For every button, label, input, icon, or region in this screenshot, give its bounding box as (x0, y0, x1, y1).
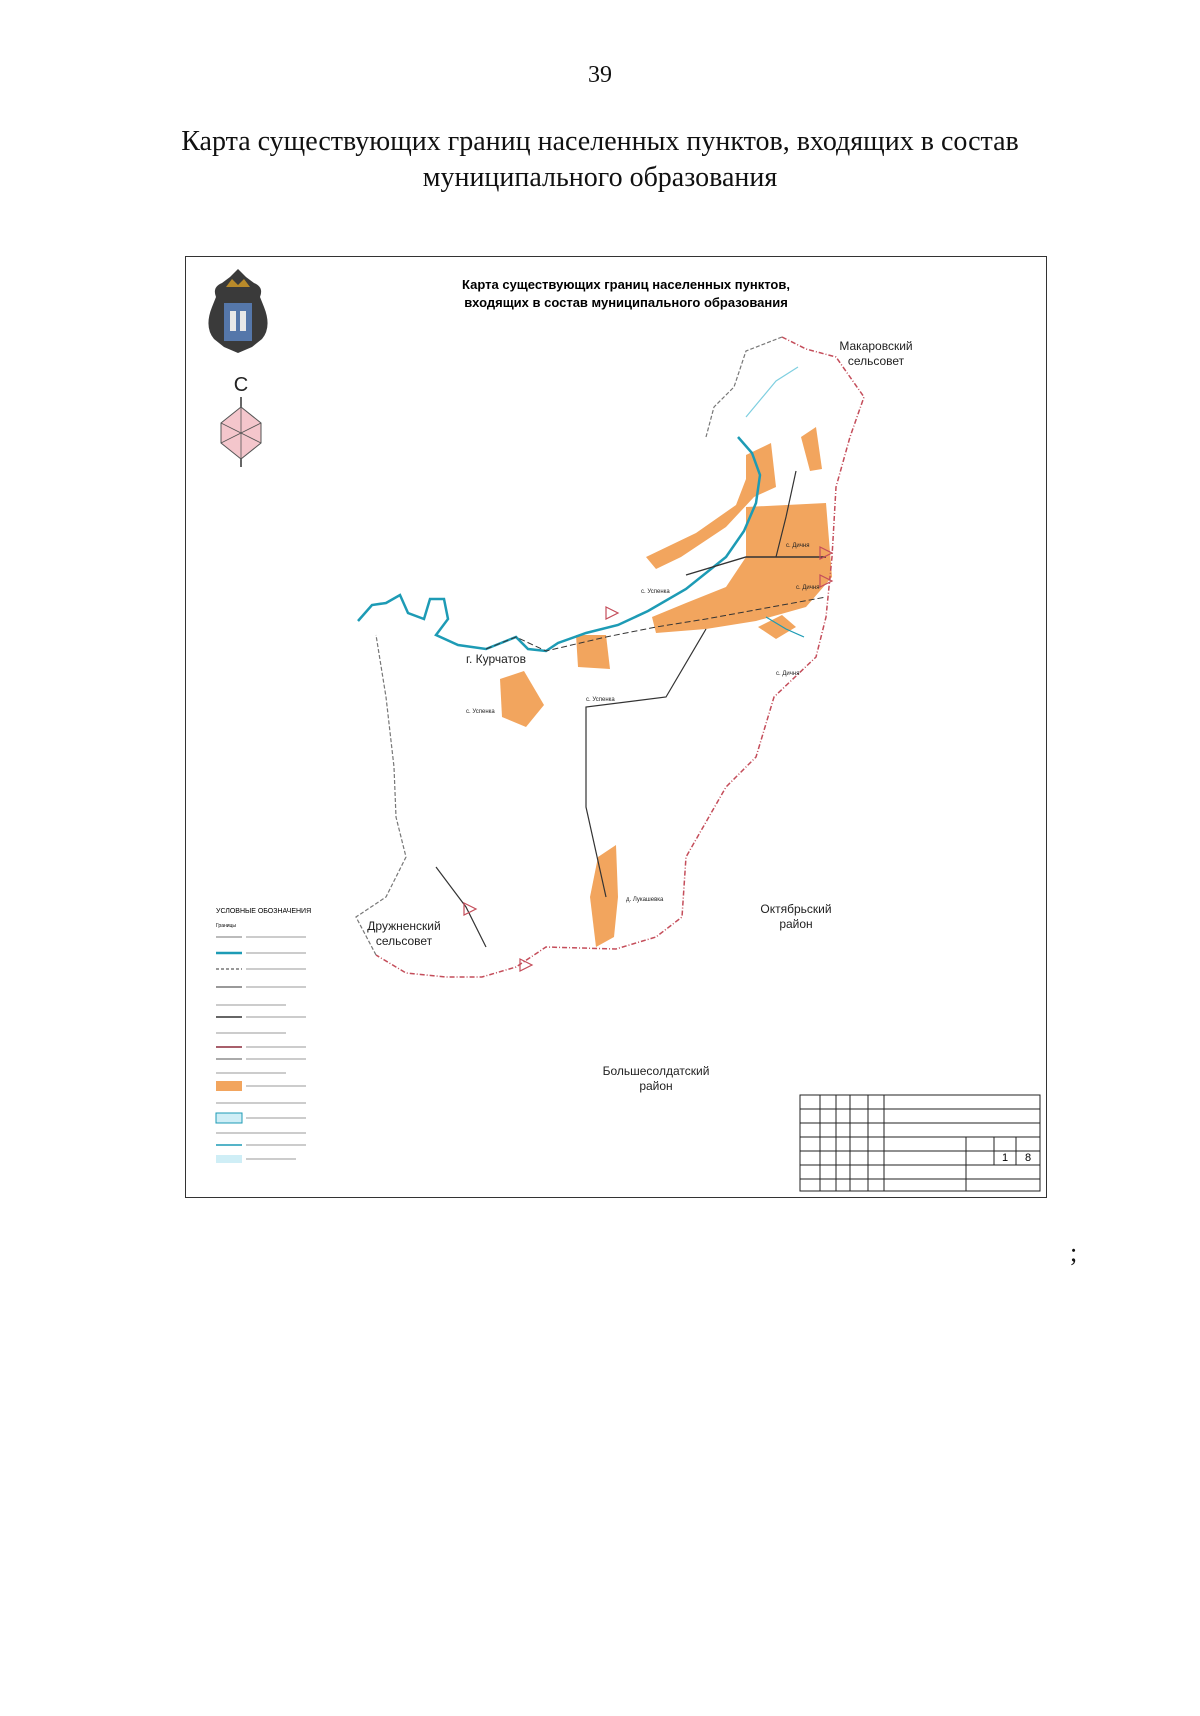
settlement-area-dichnya-south (758, 615, 796, 639)
label-dichnya-3: с. Дичня (776, 671, 799, 677)
label-ustinka-3: с. Успенка (466, 709, 495, 715)
municipality-boundary-north (705, 336, 783, 438)
legend-title: УСЛОВНЫЕ ОБОЗНАЧЕНИЯ (216, 908, 311, 915)
map-title-line1: Карта существующих границ населенных пун… (462, 277, 790, 292)
map-frame: С Карта существующих границ населенных п… (185, 256, 1047, 1198)
label-makarovsky-1: Макаровский (839, 339, 912, 353)
reservoir-shoreline (357, 436, 762, 653)
page-number: 39 (588, 62, 612, 88)
label-druzhnensky-2: сельсовет (376, 934, 433, 948)
settlement-area-dichnya-north (801, 427, 822, 471)
map-title-line2: входящих в состав муниципального образов… (464, 295, 788, 310)
road-south (585, 628, 707, 898)
north-letter: С (234, 374, 248, 396)
label-lukashevka: д. Лукашевка (626, 897, 664, 903)
district-boundary (375, 336, 865, 978)
map-legend: УСЛОВНЫЕ ОБОЗНАЧЕНИЯ Границы (215, 908, 311, 1163)
label-dichnya-2: с. Дичня (796, 585, 819, 591)
stamp-sheet-number: 1 (1002, 1152, 1008, 1164)
coat-of-arms-emblem (208, 269, 268, 353)
map-canvas: С Карта существующих границ населенных п… (208, 269, 1041, 1192)
document-title: Карта существующих границ населенных пун… (130, 124, 1070, 196)
label-druzhnensky-1: Дружненский (367, 919, 440, 933)
stamp-sheet-count: 8 (1025, 1152, 1031, 1164)
label-dichnya-1: с. Дичня (786, 543, 809, 549)
settlement-area-lukashevka (590, 845, 618, 947)
label-bolshesoldatsky-2: район (639, 1079, 672, 1093)
legend-borders-label: Границы (216, 923, 236, 929)
road-north (775, 470, 797, 558)
label-bolshesoldatsky-1: Большесолдатский (603, 1064, 710, 1078)
label-oktyabrsky-2: район (779, 917, 812, 931)
settlement-area-ustinka-river (646, 443, 776, 569)
label-oktyabrsky-1: Октябрьский (760, 902, 831, 916)
river-north (745, 366, 799, 418)
entrance-markers (463, 546, 834, 972)
settlement-area-dichnya-main (652, 503, 832, 633)
municipality-boundary-west (355, 634, 407, 956)
road-southwest (435, 866, 487, 948)
river-south (765, 616, 805, 638)
trailing-semicolon: ; (1070, 1238, 1078, 1267)
road-dichnya-east (685, 556, 826, 576)
settlement-area-ustinka-center (576, 635, 610, 669)
label-kurchatov: г. Курчатов (466, 652, 526, 666)
label-ustinka-2: с. Успенка (586, 697, 615, 703)
label-makarovsky-2: сельсовет (848, 354, 905, 368)
settlement-area-ustinka-west (500, 671, 544, 727)
title-block-stamp (799, 1094, 1041, 1192)
document-title-line2: муниципального образования (422, 162, 778, 193)
north-arrow-icon: С (220, 374, 262, 467)
railway-line (485, 596, 827, 652)
settlement-areas (500, 427, 832, 947)
document-title-line1: Карта существующих границ населенных пун… (181, 126, 1019, 157)
label-ustinka-1: с. Успенка (641, 589, 670, 595)
